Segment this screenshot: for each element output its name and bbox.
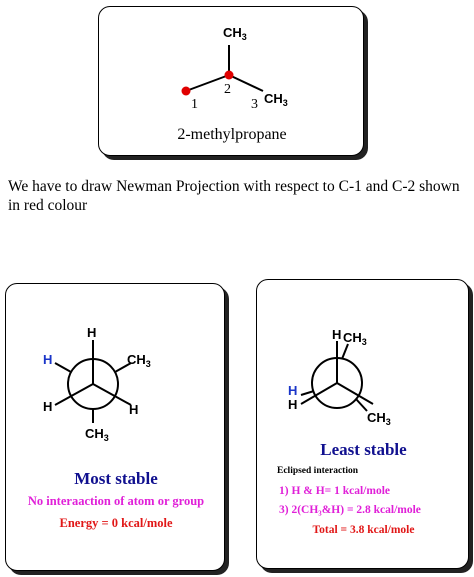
label-h-left: H (43, 352, 52, 367)
newman-projection-eclipsed: H CH3 H H CH3 (288, 327, 391, 427)
label-h-left-blue: H (288, 383, 297, 398)
label-h-top: H (87, 325, 96, 340)
right-methyl-label: CH3 (264, 91, 288, 108)
front-bond-lower-left (300, 382, 338, 405)
back-bond-lower-right (355, 398, 368, 412)
staggered-card: H H CH3 H H CH3 Most stable No interaact… (5, 283, 225, 571)
instruction-text: We have to draw Newman Projection with r… (8, 178, 460, 214)
label-ch3-lower-right: CH3 (367, 410, 391, 427)
stability-title: Most stable (74, 469, 158, 488)
label-ch3-bottom: CH3 (85, 426, 109, 443)
front-bond-lower-right (92, 383, 132, 406)
label-ch3-top: CH3 (343, 330, 367, 347)
label-ch3-right: CH3 (127, 352, 151, 369)
front-bond-lower-right (336, 382, 374, 405)
label-h-lower-right: H (129, 402, 138, 417)
structure-card: CH3 CH3 1 2 3 2-methylpropane (98, 6, 364, 156)
eclipsed-card: H CH3 H H CH3 Least stable Eclipsed inte… (256, 279, 469, 569)
skeletal-structure: CH3 CH3 1 2 3 2-methylpropane (177, 25, 288, 143)
back-bond-top (341, 343, 349, 360)
red-dot-c1 (181, 86, 191, 96)
carbon-number-2: 2 (224, 82, 231, 97)
red-dot-c2 (224, 70, 234, 80)
interaction-line-1: 1) H & H= 1 kcal/mole (279, 485, 390, 497)
stability-title: Least stable (320, 440, 407, 459)
back-bond-upper-right (114, 362, 132, 373)
newman-projection-staggered: H H CH3 H H CH3 (43, 325, 151, 443)
label-h-lower-left: H (43, 399, 52, 414)
front-bond-lower-left (54, 383, 94, 406)
label-h-top: H (332, 327, 341, 342)
carbon-number-3: 3 (251, 97, 258, 112)
energy-value: Energy = 0 kcal/mole (59, 516, 173, 530)
back-bond-left (300, 390, 315, 396)
back-bond-upper-left (54, 362, 72, 373)
interaction-note: No interaaction of atom or group (27, 494, 205, 508)
interaction-line-2: 3) 2(CH₃&H) = 2.8 kcal/mole (279, 504, 421, 516)
carbon-number-1: 1 (191, 97, 198, 112)
top-methyl-label: CH3 (223, 25, 247, 42)
bond-c2-c3 (228, 74, 264, 92)
eclipsed-interaction-label: Eclipsed interaction (277, 466, 359, 476)
total-energy: Total = 3.8 kcal/mole (312, 524, 415, 536)
bond-c1-c2 (185, 74, 230, 92)
label-h-left: H (288, 397, 297, 412)
molecule-caption: 2-methylpropane (177, 126, 286, 143)
